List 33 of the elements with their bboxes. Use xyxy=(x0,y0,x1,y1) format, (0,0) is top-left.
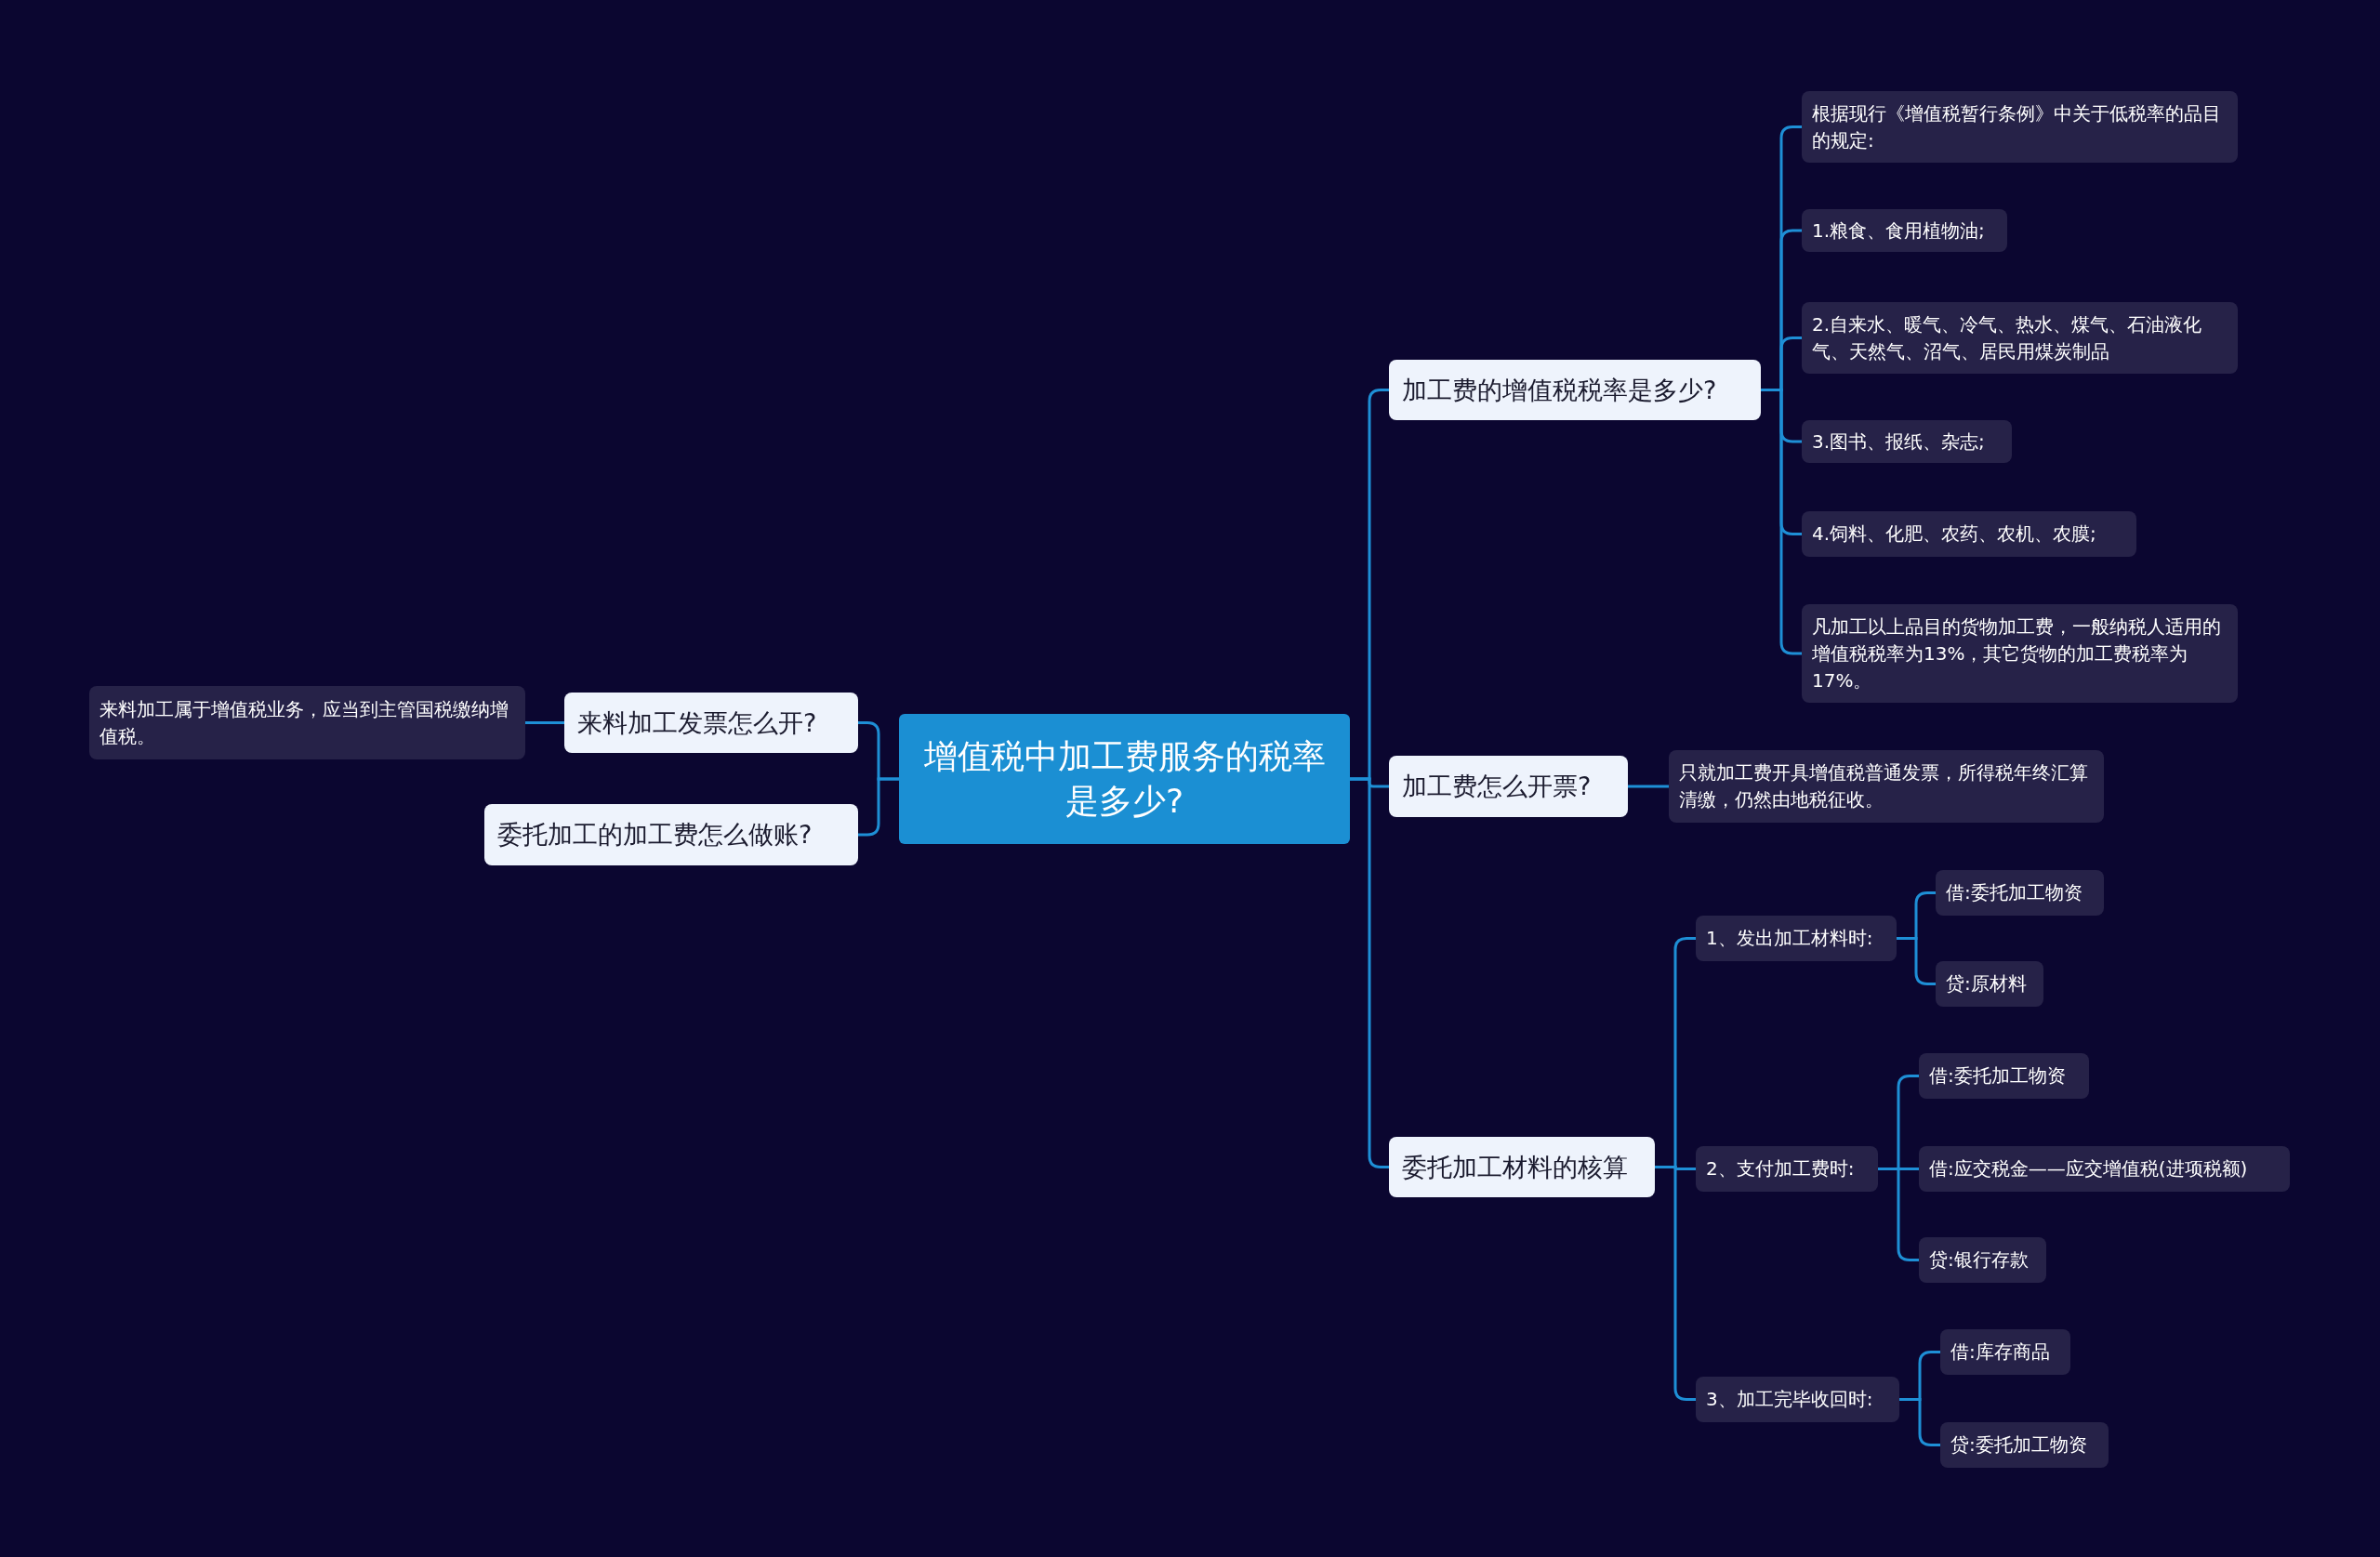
note-box: 来料加工属于增值税业务，应当到主管国税缴纳增值税。 xyxy=(89,686,525,759)
connector-line xyxy=(1878,1168,1919,1261)
note-box: 借:库存商品 xyxy=(1940,1329,2070,1375)
topic-box: 来料加工发票怎么开? xyxy=(564,693,858,753)
note-box: 只就加工费开具增值税普通发票，所得税年终汇算清缴，仍然由地税征收。 xyxy=(1669,750,2104,823)
central-topic-box: 增值税中加工费服务的税率是多少? xyxy=(899,714,1350,844)
connector-line xyxy=(1897,937,1936,985)
note-box: 借:应交税金——应交增值税(进项税额) xyxy=(1919,1146,2290,1192)
connector-line xyxy=(525,721,564,724)
note-box: 2、支付加工费时: xyxy=(1696,1146,1878,1192)
note-box: 凡加工以上品目的货物加工费，一般纳税人适用的增值税税率为13%，其它货物的加工费税率为17%。 xyxy=(1802,604,2238,703)
note-box: 根据现行《增值税暂行条例》中关于低税率的品目的规定: xyxy=(1802,91,2238,163)
note-box: 1.粮食、食用植物油; xyxy=(1802,209,2007,252)
connector-line xyxy=(858,777,899,837)
note-box: 贷:原材料 xyxy=(1936,961,2043,1007)
topic-box: 加工费怎么开票? xyxy=(1389,756,1628,817)
note-box: 借:委托加工物资 xyxy=(1936,870,2104,916)
topic-box: 委托加工材料的核算 xyxy=(1389,1137,1655,1197)
connector-line xyxy=(1350,777,1389,1168)
note-box: 贷:银行存款 xyxy=(1919,1237,2046,1283)
topic-box: 加工费的增值税税率是多少? xyxy=(1389,360,1761,420)
note-box: 2.自来水、暖气、冷气、热水、煤气、石油液化气、天然气、沼气、居民用煤炭制品 xyxy=(1802,302,2238,374)
connector-line xyxy=(1655,1166,1696,1401)
note-box: 3.图书、报纸、杂志; xyxy=(1802,420,2012,463)
topic-box: 委托加工的加工费怎么做账? xyxy=(484,804,858,865)
note-box: 4.饲料、化肥、农药、农机、农膜; xyxy=(1802,511,2136,557)
note-box: 3、加工完毕收回时: xyxy=(1696,1377,1899,1422)
note-box: 借:委托加工物资 xyxy=(1919,1053,2089,1099)
connector-line xyxy=(1899,1398,1940,1446)
connector-line xyxy=(1628,785,1669,788)
note-box: 1、发出加工材料时: xyxy=(1696,916,1897,961)
connector-line xyxy=(1761,389,1802,655)
note-box: 贷:委托加工物资 xyxy=(1940,1422,2109,1468)
